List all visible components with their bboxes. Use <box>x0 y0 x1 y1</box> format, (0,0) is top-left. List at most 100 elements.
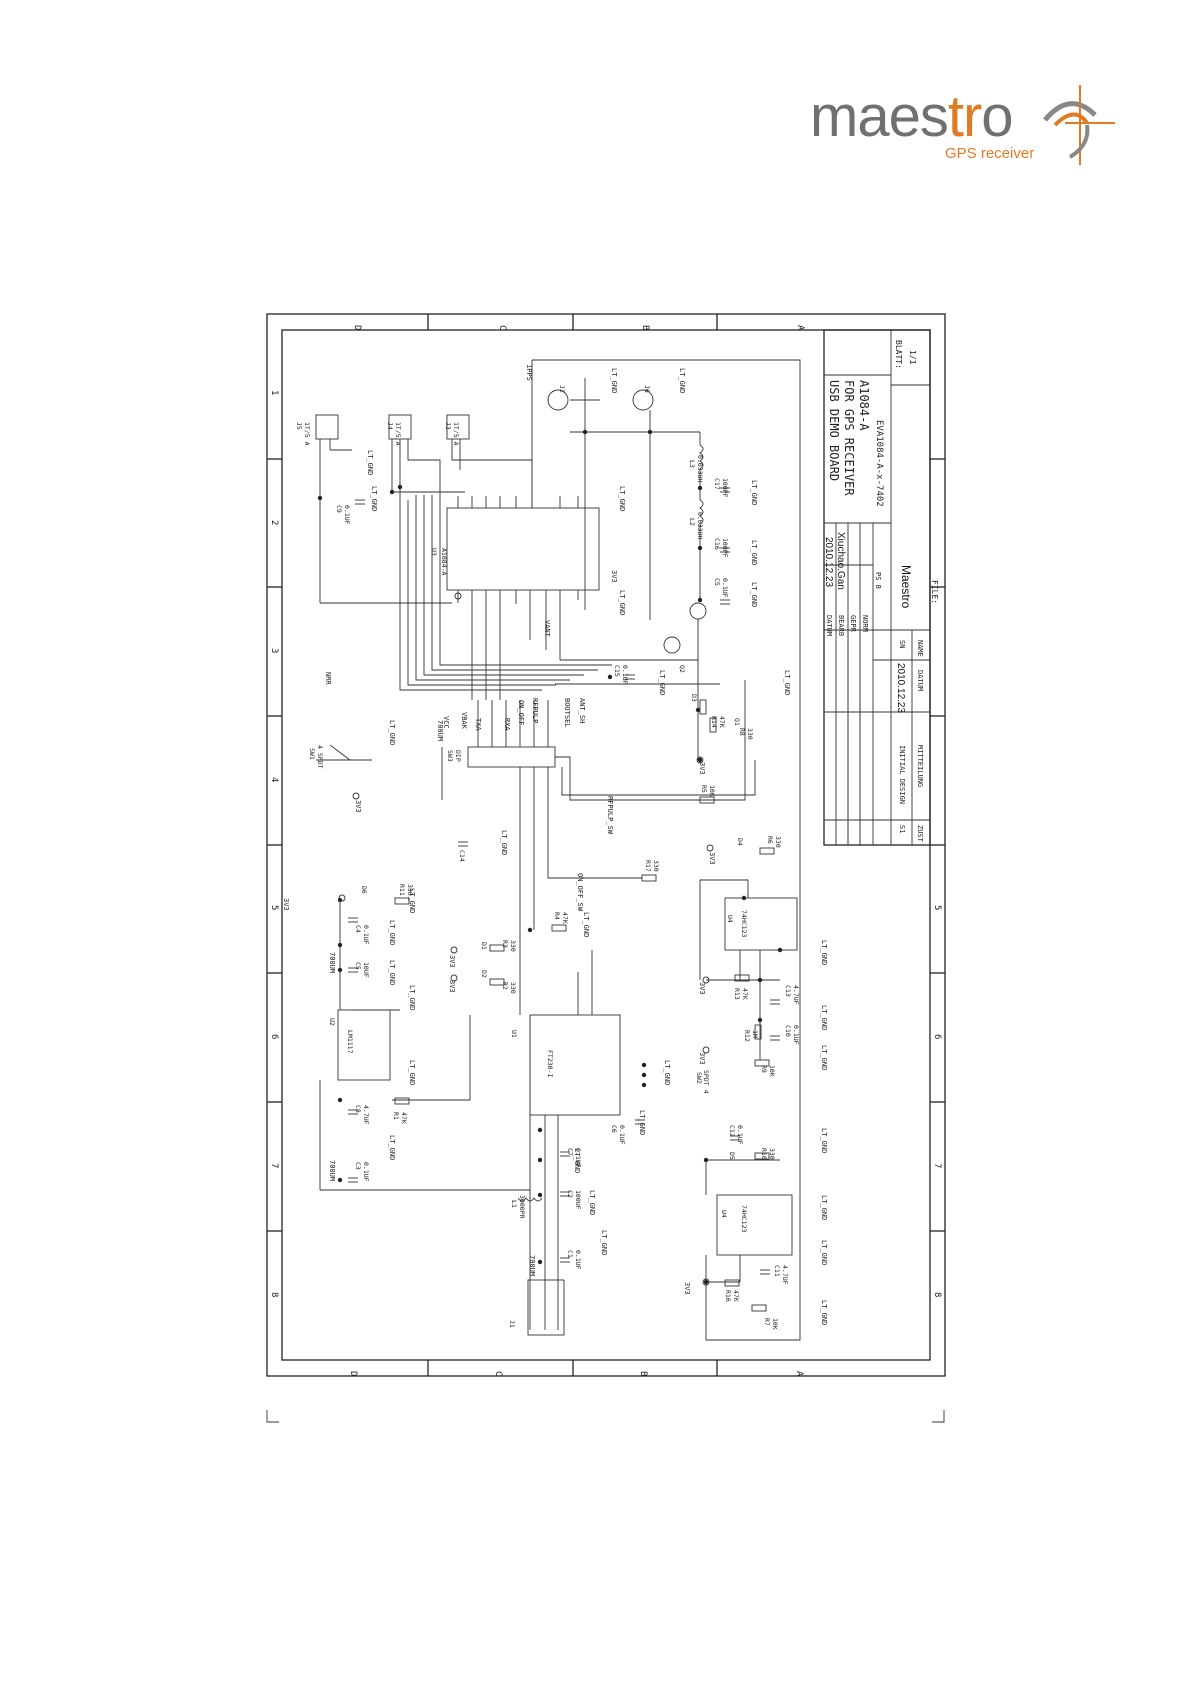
r16-value: 47K <box>732 1290 740 1302</box>
gnd-c7: LT_GND <box>573 1148 581 1173</box>
rev-text: INITIAL DESIGN <box>898 745 906 804</box>
r9-value: 10K <box>768 1065 776 1077</box>
c6-ref: C6 <box>610 1125 618 1133</box>
c7-ref: C7 <box>566 1148 574 1156</box>
datum-label: DATUM <box>825 615 833 636</box>
c4-value: 0.1UF <box>362 925 370 945</box>
name-label: NAME <box>916 640 924 657</box>
file-label: FILE: <box>930 580 939 604</box>
net-rxa: RXA <box>503 718 511 731</box>
c11-ref: C11 <box>773 1265 781 1277</box>
r17-ref: R17 <box>644 860 652 872</box>
u3-part: A1084-A <box>440 548 448 575</box>
l2-ref: L2 <box>688 518 696 526</box>
rev-datum-value: 2010.12.23 <box>895 663 906 713</box>
c8-value: 4.7UF <box>362 1105 370 1125</box>
net-vcc: VCC <box>442 716 450 729</box>
u1-part: FT230-I <box>546 1050 554 1077</box>
net-antsh: ANT_SH <box>578 698 586 723</box>
logo-wordmark: maestro <box>810 84 1014 149</box>
d1-ref: D1 <box>480 942 488 950</box>
l2-value: 0.033UH <box>696 512 704 539</box>
r14-value: 47K <box>718 716 726 728</box>
r1-ref: R1 <box>392 1112 400 1120</box>
r8-value: 330 <box>746 728 754 740</box>
net-nrr: NRR <box>324 672 332 685</box>
wiring <box>315 359 801 1341</box>
c13-value: 4.7UF <box>792 985 800 1005</box>
row-letter-c-bottom: C <box>493 1371 503 1376</box>
c5a-ref: C5 <box>713 578 721 586</box>
gnd-r4: LT_GND <box>582 912 590 937</box>
l1-value: 3000PR <box>518 1195 526 1219</box>
c17-value: 100PF <box>721 478 729 498</box>
r4-value: 47K <box>561 912 569 924</box>
c8-ref: C8 <box>354 1105 362 1113</box>
gnd-c6: LT_GND <box>638 1110 646 1135</box>
power-terminals <box>338 592 714 1286</box>
r4-ref: R4 <box>553 912 561 920</box>
c12-ref: C12 <box>728 1125 736 1137</box>
l3-ref: L3 <box>688 460 696 468</box>
c16-ref: C16 <box>713 538 721 550</box>
net-rfpulp-sw: RFPULP_SW <box>606 796 614 835</box>
j1-ref: J1 <box>508 1320 516 1328</box>
gnd-u1: LT_GND <box>663 1060 671 1085</box>
d3-ref: D3 <box>690 694 698 702</box>
gnd-j5: LT_GND <box>366 450 374 475</box>
col-number-2-left: 2 <box>269 520 279 525</box>
net-700um-bottom: 700UM <box>528 1255 536 1276</box>
c7-value: 0.1UF <box>574 1148 582 1168</box>
net-onoff: ON_OFF <box>517 700 525 725</box>
gnd-c3: LT_GND <box>388 1135 396 1160</box>
c6-value: 0.1UF <box>618 1125 626 1145</box>
q2-ref: Q2 <box>678 665 686 673</box>
gnd-u2: LT_GND <box>408 985 416 1010</box>
r9-ref: R9 <box>760 1065 768 1073</box>
gnd-u2b: LT_GND <box>408 1060 416 1085</box>
c3-ref: C3 <box>354 1162 362 1170</box>
r3-ref: R3 <box>501 940 509 948</box>
title-block: USB DEMO BOARD FOR GPS RECEIVER A1084-A … <box>823 329 939 846</box>
c1-ref: C1 <box>566 1250 574 1258</box>
col-number-4-left: 4 <box>269 777 279 782</box>
title-line-2: FOR GPS RECEIVER <box>842 380 856 496</box>
gnd-u4a: LT_GND <box>820 940 828 965</box>
logo-tagline: GPS receiver <box>945 145 1035 162</box>
l3-value: 0.033UH <box>696 455 704 482</box>
sw3-type: DIP <box>454 750 462 762</box>
j4-ref: J4 <box>386 422 394 430</box>
r13-value: 47K <box>741 988 749 1000</box>
d5-ref: D5 <box>728 1152 736 1160</box>
u2-ref: U2 <box>328 1018 336 1026</box>
row-letter-b-top: B <box>640 325 650 330</box>
gnd-c10: LT_GND <box>820 1045 828 1070</box>
u4b-part: 74HC123 <box>740 1205 748 1232</box>
gnd-u4b: LT_GND <box>820 1195 828 1220</box>
r5-value: 10K <box>708 785 716 797</box>
net-3v3-d4: 3V3 <box>708 852 716 865</box>
gnd-c15: LT_GND <box>658 670 666 695</box>
norm-label: NORM <box>861 615 869 632</box>
gepr-label: GEPR <box>849 615 857 633</box>
net-rfpulp: RFPULP <box>531 698 539 723</box>
r2-value: 330 <box>509 982 517 994</box>
c2-ref: C2 <box>566 1190 574 1198</box>
r17-value: 330 <box>652 860 660 872</box>
sw1-ref: SW1 <box>308 748 316 760</box>
zust-label: ZUST <box>916 825 924 843</box>
net-3v3-u4b: 3V3 <box>683 1282 691 1295</box>
net-3v3-u3: 3V3 <box>610 570 618 583</box>
net-txa: TXA <box>474 718 482 731</box>
net-onoff-sw: ON_OFF_SW <box>576 873 584 912</box>
j3-type: 1T/5 A <box>452 422 460 446</box>
col-number-6-right: 6 <box>932 1034 942 1039</box>
c5b-value: 10UF <box>362 962 370 978</box>
r11-value: 330 <box>406 884 414 896</box>
col-number-8-right: 8 <box>932 1292 942 1297</box>
j4-type: 1T/5 A <box>394 422 402 446</box>
company-name: Maestro <box>899 565 913 609</box>
maestro-logo: maestro GPS receiver <box>810 84 1115 175</box>
r5-ref: R5 <box>700 785 708 793</box>
c11-value: 4.7UF <box>781 1265 789 1285</box>
